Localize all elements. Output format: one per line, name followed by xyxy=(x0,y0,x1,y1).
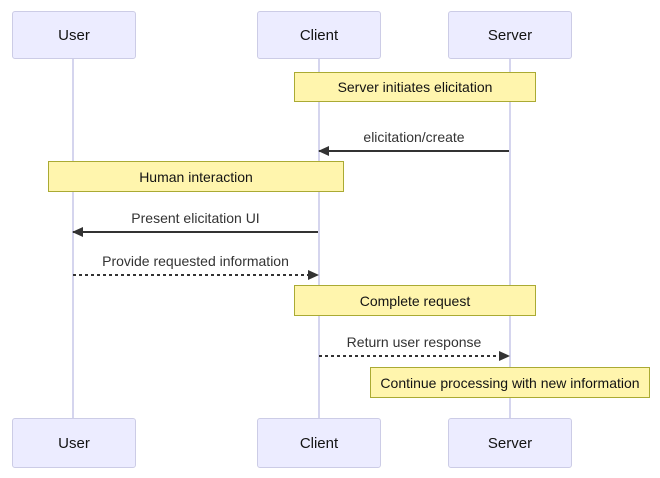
message-label: elicitation/create xyxy=(363,129,465,145)
actor-label-server: Server xyxy=(487,26,533,44)
message-line-solid xyxy=(319,150,509,152)
note-continue-processing: Continue processing with new information xyxy=(370,367,650,398)
message-provide-requested-information: Provide requested information xyxy=(73,250,319,280)
actor-label-client: Client xyxy=(299,434,339,452)
note-text: Complete request xyxy=(359,292,471,309)
actor-label-user: User xyxy=(58,434,90,452)
message-label: Present elicitation UI xyxy=(131,210,260,226)
message-line-dashed xyxy=(319,355,509,357)
note-server-initiates-elicitation: Server initiates elicitation xyxy=(294,72,536,102)
message-present-elicitation-ui: Present elicitation UI xyxy=(72,207,318,237)
lifeline-user xyxy=(72,59,74,418)
actor-box-user-bottom: User xyxy=(12,418,136,468)
actor-box-server-bottom: Server xyxy=(448,418,572,468)
actor-box-client-top: Client xyxy=(257,11,381,59)
message-elicitation-create: elicitation/create xyxy=(318,126,509,156)
note-text: Server initiates elicitation xyxy=(337,79,493,95)
note-complete-request: Complete request xyxy=(294,285,536,316)
arrowhead-left-icon xyxy=(318,146,329,156)
arrowhead-right-icon xyxy=(499,351,510,361)
lifeline-client xyxy=(318,59,320,418)
message-return-user-response: Return user response xyxy=(319,331,510,361)
arrowhead-left-icon xyxy=(72,227,83,237)
lifeline-server xyxy=(509,59,511,418)
actor-label-server: Server xyxy=(487,434,533,452)
note-text: Human interaction xyxy=(139,168,253,185)
actor-box-user-top: User xyxy=(12,11,136,59)
message-line-dashed xyxy=(73,274,318,276)
actor-label-user: User xyxy=(58,26,90,44)
actor-box-client-bottom: Client xyxy=(257,418,381,468)
message-line-solid xyxy=(73,231,318,233)
note-text: Continue processing with new information xyxy=(380,374,640,391)
message-label: Provide requested information xyxy=(102,253,289,269)
actor-label-client: Client xyxy=(299,26,339,44)
message-label: Return user response xyxy=(346,334,482,350)
actor-box-server-top: Server xyxy=(448,11,572,59)
arrowhead-right-icon xyxy=(308,270,319,280)
note-human-interaction: Human interaction xyxy=(48,161,344,192)
